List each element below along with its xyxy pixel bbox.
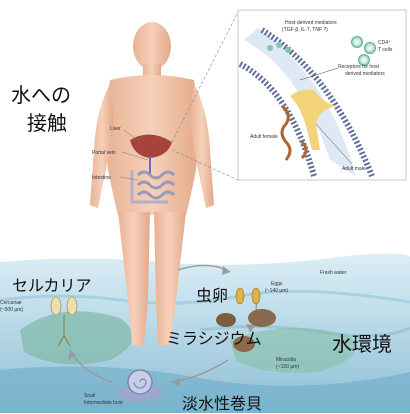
water-environment-label: 水環境 bbox=[332, 331, 392, 357]
water-contact-label-line2: 接触 bbox=[27, 110, 67, 136]
cercariae-label: Cercariae bbox=[0, 300, 22, 306]
miracidium-label: ミラシジウム bbox=[166, 329, 262, 349]
egg-label: 虫卵 bbox=[196, 286, 228, 306]
snail-label: 淡水性巻貝 bbox=[182, 394, 262, 414]
eggs-label: Eggs bbox=[271, 281, 282, 287]
inset-cd4-label: CD4⁺ bbox=[378, 40, 391, 46]
liver-label: Liver bbox=[110, 126, 121, 132]
intestine-label: Intestine bbox=[92, 175, 111, 181]
eggs-size-label: (~140 µm) bbox=[265, 288, 288, 294]
portal-vein-label: Portal vein bbox=[92, 150, 116, 156]
snail-host-label-line2: Intermediate host bbox=[84, 400, 123, 406]
inset-adult-male-label: Adult male bbox=[342, 166, 366, 172]
cercaria-label: セルカリア bbox=[12, 276, 92, 296]
inset-adult-female-label: Adult female bbox=[250, 134, 278, 140]
miracidia-label: Miracidia bbox=[276, 357, 296, 363]
inset-panel bbox=[238, 10, 406, 180]
snail-host-label-line1: Snail bbox=[84, 393, 95, 399]
inset-t-cells-label: T cells bbox=[378, 47, 392, 53]
fresh-water-label: Fresh water bbox=[320, 270, 346, 276]
inset-receptors-line1: Receptors for host bbox=[338, 64, 379, 70]
inset-receptors-line2: derived mediators bbox=[345, 71, 385, 77]
miracidia-size-label: (~150 µm) bbox=[276, 364, 299, 370]
inset-mediators-line1: Host-derived mediators bbox=[285, 20, 337, 26]
inset-mediators-line2: (TGF-β, IL-7, TNF ?) bbox=[282, 27, 328, 33]
water-contact-label-line1: 水への bbox=[11, 82, 71, 108]
cercariae-size-label: (~500 µm) bbox=[0, 307, 23, 313]
